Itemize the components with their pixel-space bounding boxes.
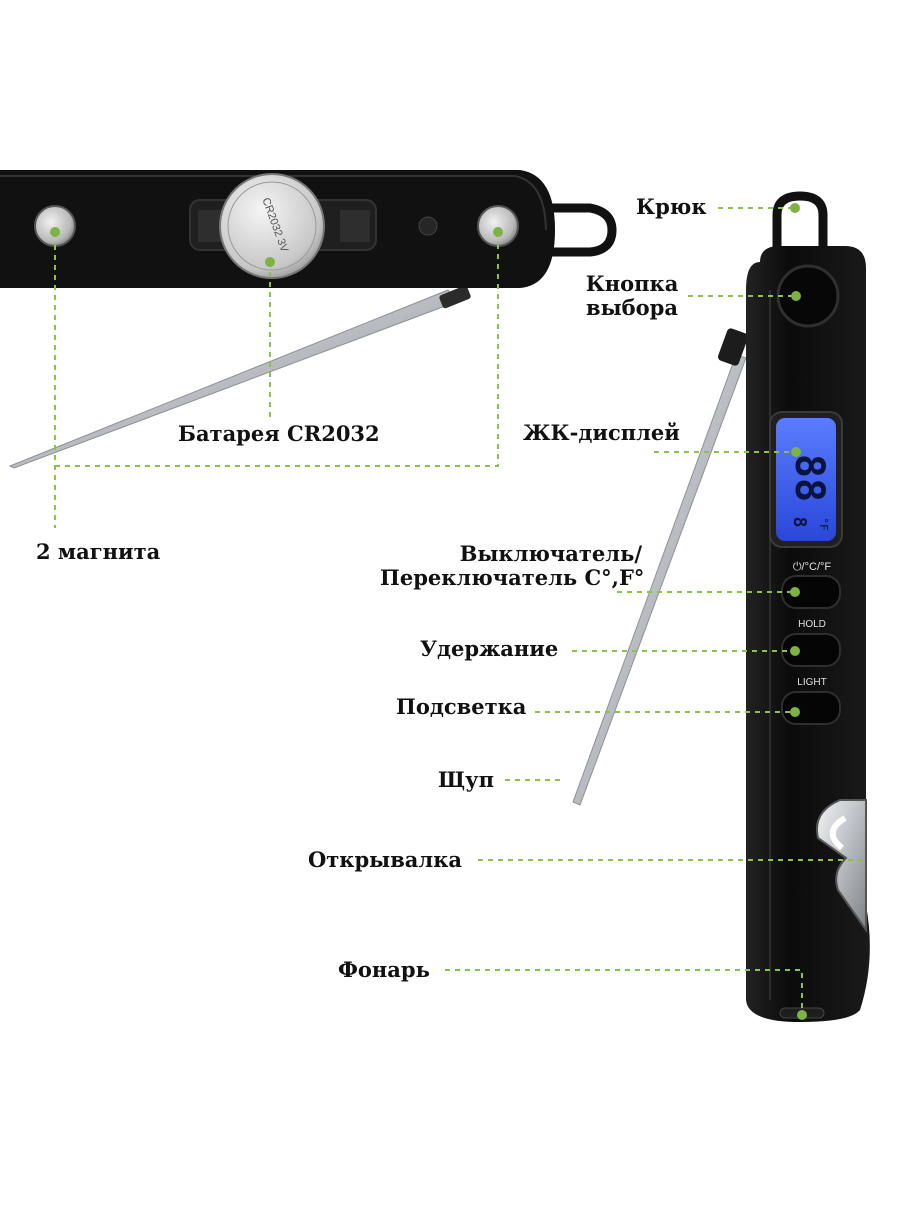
dot-battery	[265, 257, 275, 267]
lcd-main-digits: 88	[786, 454, 832, 502]
screw-hole	[418, 216, 438, 236]
label-hold: Удержание	[420, 636, 559, 661]
magnet-left	[34, 205, 76, 247]
light-button-label: LIGHT	[797, 677, 826, 688]
battery-coin	[219, 173, 325, 279]
light-button[interactable]	[781, 691, 841, 725]
hook	[772, 191, 828, 250]
back-view-device: CR2032 3V	[0, 170, 617, 469]
label-hook: Крюк	[636, 194, 707, 219]
dot-select	[791, 291, 801, 301]
label-light: Подсветка	[396, 694, 527, 719]
front-view-probe	[572, 354, 747, 806]
label-magnets: 2 магнита	[36, 539, 161, 564]
lcd-unit: °F	[817, 517, 830, 530]
label-probe: Щуп	[438, 767, 494, 792]
label-power: Выключатель/ Переключатель C°,F°	[380, 541, 645, 590]
back-view-hook	[548, 203, 617, 257]
dot-flashlight	[797, 1010, 807, 1020]
dot-magnet-left	[50, 227, 60, 237]
dot-lcd	[791, 447, 801, 457]
dot-magnet-right	[493, 227, 503, 237]
select-button[interactable]	[776, 264, 840, 328]
label-power-line1: Выключатель/	[459, 541, 642, 566]
label-power-line2: Переключатель C°,F°	[380, 565, 645, 590]
dot-power	[790, 587, 800, 597]
front-probe-collar	[717, 328, 749, 366]
bottle-opener	[816, 799, 867, 934]
dot-light	[790, 707, 800, 717]
label-select-line1: Кнопка	[585, 271, 679, 296]
power-button-label: ⏻/°C/°F	[793, 561, 832, 573]
label-select-line2: выбора	[586, 295, 678, 320]
magnet-right	[477, 205, 519, 247]
label-battery: Батарея CR2032	[178, 421, 380, 446]
label-lcd: ЖК-дисплей	[523, 420, 680, 445]
hold-button-label: HOLD	[798, 619, 826, 630]
probe-collar	[439, 285, 471, 309]
label-flashlight: Фонарь	[338, 957, 430, 982]
dot-hook	[790, 203, 800, 213]
leader-dots	[50, 203, 807, 1020]
label-opener: Открывалка	[308, 847, 462, 872]
front-view-device: 88 8 °F ⏻/°C/°F HOLD LIGHT	[572, 191, 870, 1022]
label-select-button: Кнопка выбора	[578, 272, 686, 320]
dot-hold	[790, 646, 800, 656]
lcd-small-digit: 8	[789, 517, 810, 528]
lcd-screen	[776, 418, 836, 541]
leader-lines	[54, 207, 866, 1015]
leader-magnet-link	[55, 245, 499, 467]
